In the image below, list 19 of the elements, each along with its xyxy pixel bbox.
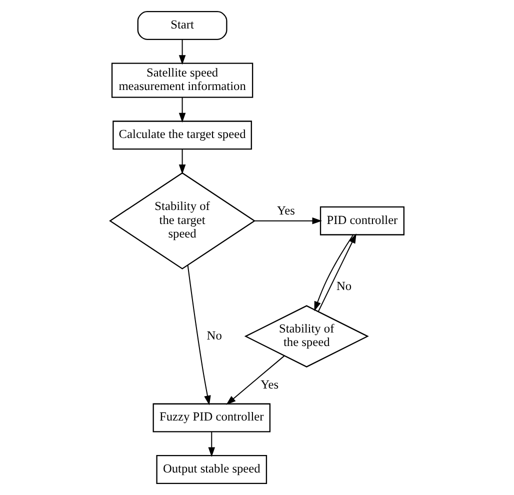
edge-label: Yes xyxy=(276,204,295,218)
node-box: Fuzzy PID controller xyxy=(152,403,271,432)
arrow xyxy=(178,149,186,174)
node-box: PID controller xyxy=(320,206,404,236)
arrow xyxy=(187,265,211,406)
node-box: Start xyxy=(137,11,228,40)
edge-label: Yes xyxy=(260,377,279,392)
node-diamond: Stability of the target speed xyxy=(109,172,256,270)
arrow xyxy=(178,39,186,65)
node-box: Output stable speed xyxy=(156,455,268,484)
arrow xyxy=(226,355,285,405)
node-diamond: Stability of the speed xyxy=(244,305,369,368)
node-box: Satellite speed measurement information xyxy=(111,62,254,98)
edge-label: No xyxy=(336,279,352,294)
arrow xyxy=(254,217,322,224)
node-box: Calculate the target speed xyxy=(112,120,252,150)
arrow xyxy=(178,97,186,123)
edge-label: No xyxy=(206,328,222,342)
arrow xyxy=(208,432,216,457)
